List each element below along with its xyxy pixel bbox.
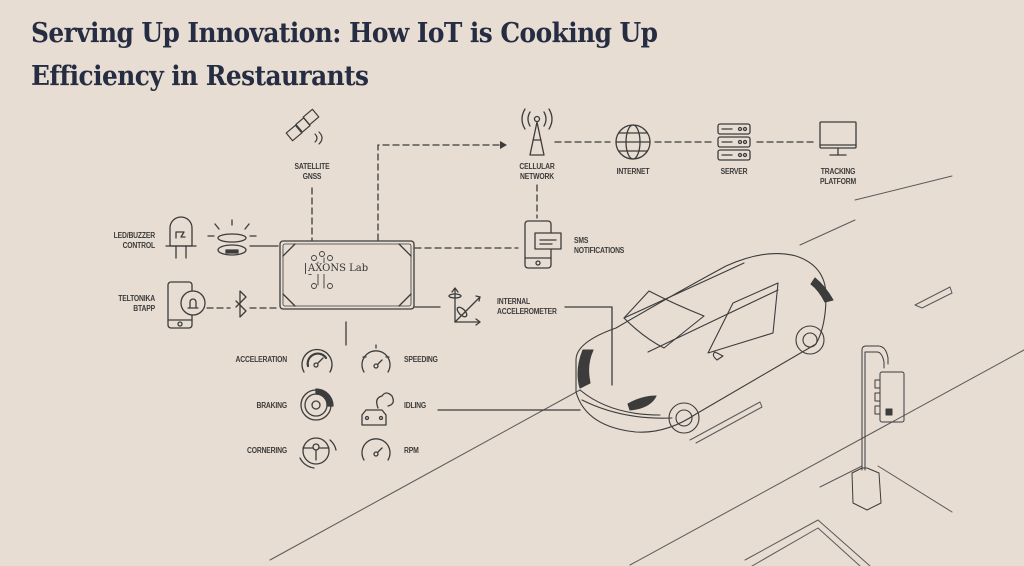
label-cellular: CellularNetwork (519, 162, 555, 181)
label-server: Server (720, 167, 748, 176)
label-idling: Idling (404, 401, 427, 410)
label-internet: Internet (616, 167, 650, 176)
bluetooth-icon (235, 290, 247, 318)
monitor-icon (819, 121, 857, 156)
solid-lines (249, 245, 613, 411)
label-led-buzzer: LED/BuzzerControl (113, 231, 156, 250)
device-brand-label: AXONS Lab (305, 263, 371, 274)
car-smoke-icon (361, 392, 394, 426)
led-icon[interactable] (165, 216, 197, 259)
label-speeding: Speeding (404, 355, 438, 364)
label-rpm: RPM (404, 446, 419, 455)
label-satellite: SatelliteGNSS (294, 162, 330, 181)
label-cornering: Cornering (246, 446, 287, 455)
speedometer-icon (361, 344, 391, 373)
accelerometer-icon (448, 287, 481, 326)
phone-message-icon[interactable] (524, 220, 562, 269)
title-line-2: Efficiency in Restaurants (31, 61, 369, 92)
label-braking: Braking (256, 401, 287, 410)
page-title: Serving Up Innovation: How IoT is Cookin… (31, 12, 730, 98)
label-tracking-platform: TrackingPlatform (820, 167, 856, 186)
brake-disc-icon (300, 388, 334, 421)
steering-wheel-icon (299, 437, 337, 469)
globe-icon (615, 124, 651, 160)
label-btapp: TeltonikaBTAPP (118, 294, 155, 313)
tachometer-icon (361, 438, 391, 461)
server-icon (717, 123, 751, 161)
label-acceleration: Acceleration (235, 355, 288, 364)
cell-tower-icon (521, 108, 553, 156)
tracker-device[interactable] (279, 240, 415, 310)
traffic-light-icon (851, 345, 905, 511)
label-accelerometer: InternalAccelerometer (497, 297, 557, 316)
satellite-icon (285, 108, 323, 145)
title-line-1: Serving Up Innovation: How IoT is Cookin… (31, 18, 658, 49)
buzzer-icon (207, 219, 257, 256)
gauge-icon (301, 348, 333, 373)
phone-bell-icon[interactable] (167, 281, 206, 329)
road-lines (269, 175, 1024, 566)
label-sms: SMSNotifications (574, 236, 625, 255)
car-illustration[interactable] (575, 253, 834, 434)
